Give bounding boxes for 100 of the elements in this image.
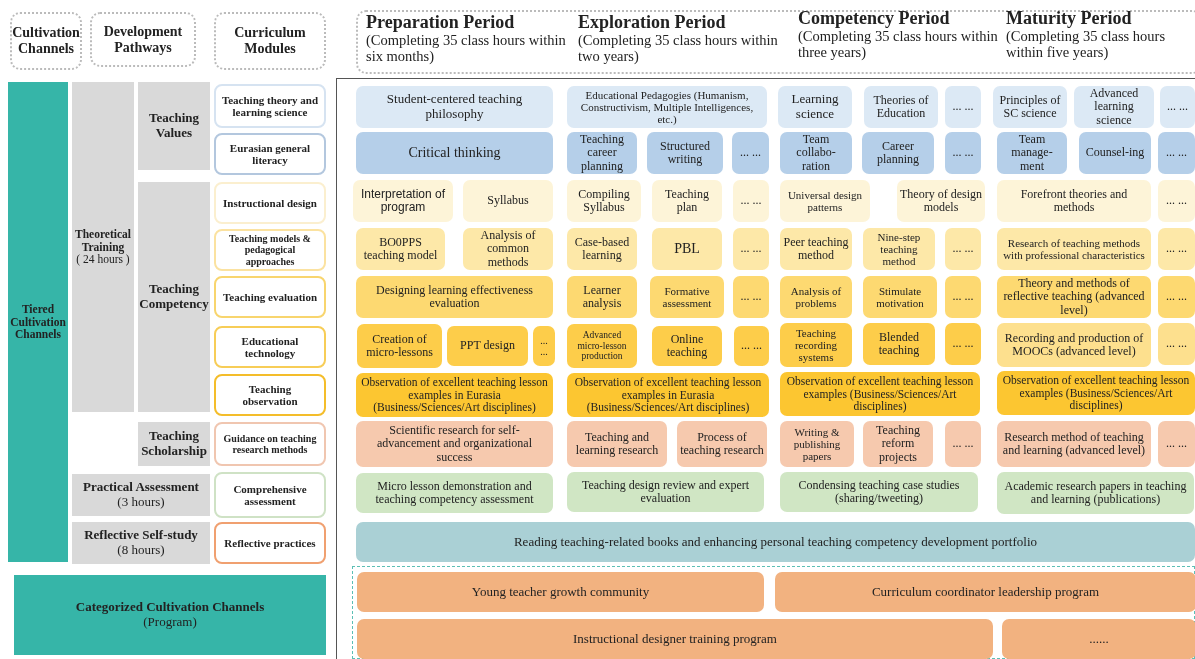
activity-label: ... ...: [740, 146, 761, 160]
activity-label: ... ...: [952, 242, 974, 256]
activity-card: [863, 276, 937, 318]
activity-card: [997, 228, 1151, 270]
activity-card: [862, 132, 934, 174]
activity-label: ... ...: [1166, 437, 1187, 451]
activity-card: [733, 180, 769, 222]
activity-label: ... ...: [952, 337, 974, 351]
activity-label: Observation of excellent teaching lesson examples in Eurasia (Business/Sciences/Art disciplines): [360, 375, 549, 415]
pathway-label: Tiered Cultivation Channels: [9, 302, 67, 342]
activity-label: PBL: [674, 241, 700, 257]
activity-card: [993, 86, 1067, 128]
header-box: [10, 12, 82, 70]
module-card: [214, 472, 326, 518]
activity-card: [357, 619, 993, 659]
module-label: Instructional design: [223, 196, 317, 210]
activity-card: [945, 276, 981, 318]
activity-label: BO0PPS teaching model: [362, 235, 439, 263]
activity-card: [567, 421, 667, 467]
activity-card: [945, 323, 981, 365]
pathway-block: [72, 82, 134, 412]
pathway-label: Practical Assessment: [83, 480, 199, 495]
activity-card: [1074, 86, 1154, 128]
activity-label: Critical thinking: [408, 145, 501, 161]
activity-card: [945, 228, 981, 270]
activity-label: Peer teaching method: [783, 235, 849, 263]
activity-label: Process of teaching research: [680, 430, 764, 458]
activity-card: [780, 472, 978, 512]
pathway-label: Categorized Cultivation Channels: [75, 600, 265, 615]
activity-label: Teaching and learning research: [574, 430, 660, 458]
activity-label: Nine-step teaching method: [876, 230, 922, 268]
activity-card: [533, 326, 555, 366]
hours-note: (8 hours): [117, 543, 165, 558]
pathway-block: [72, 474, 210, 516]
module-card: [214, 84, 326, 128]
module-card: [214, 374, 326, 416]
activity-card: [997, 323, 1151, 367]
header-box: [214, 12, 326, 70]
column-heading: Cultivation Channels: [12, 25, 80, 57]
hours-note: (Program): [143, 615, 197, 630]
activity-label: Forefront theories and methods: [1019, 187, 1129, 215]
module-card: [214, 422, 326, 466]
activity-card: [1158, 323, 1195, 365]
activity-label: ... ...: [952, 290, 974, 304]
activity-card: [1158, 276, 1195, 318]
activity-card: [1160, 86, 1195, 128]
activity-card: [650, 276, 724, 318]
activity-card: [863, 323, 935, 365]
pathway-block: [138, 422, 210, 466]
activity-label: ... ...: [741, 339, 762, 353]
activity-label: Designing learning effectiveness evaluation: [374, 283, 535, 311]
pathway-label: Reflective Self-study: [84, 528, 198, 543]
module-card: [214, 326, 326, 368]
activity-card: [356, 473, 553, 513]
activity-card: [356, 276, 553, 318]
activity-card: [945, 421, 981, 467]
activity-label: ... ...: [952, 100, 974, 114]
period-subtitle: (Completing 35 class hours within three years): [798, 28, 999, 61]
activity-label: Young teacher growth community: [471, 584, 650, 600]
activity-card: [567, 276, 637, 318]
activity-card: [945, 86, 981, 128]
activity-label: ... ...: [1166, 337, 1187, 351]
activity-card: [1002, 619, 1195, 659]
activity-card: [1158, 180, 1195, 222]
activity-card: [863, 421, 933, 467]
activity-label: Universal design patterns: [786, 188, 864, 214]
module-label: Reflective practices: [224, 536, 316, 550]
header-box: [90, 12, 196, 67]
activity-label: ... ...: [1166, 242, 1187, 256]
activity-card: [780, 276, 852, 318]
activity-label: Analysis of problems: [789, 284, 843, 310]
activity-card: [567, 228, 637, 270]
activity-card: [733, 276, 769, 318]
activity-card: [1158, 228, 1195, 270]
activity-label: Theories of Education: [872, 93, 930, 121]
activity-card: [652, 326, 722, 366]
period-subtitle: (Completing 35 class hours within two years): [578, 32, 779, 65]
activity-label: Instructional designer training program: [573, 631, 777, 647]
activity-card: [863, 228, 935, 270]
activity-card: [356, 421, 553, 467]
module-card: [214, 522, 326, 564]
activity-label: Counsel-ing: [1085, 146, 1145, 160]
column-heading: Development Pathways: [102, 23, 184, 56]
activity-card: [780, 180, 870, 222]
activity-label: Case-based learning: [573, 235, 631, 263]
period-heading: Exploration Period: [578, 12, 726, 33]
activity-card: [897, 180, 985, 222]
activity-label: Principles of SC science: [998, 93, 1062, 121]
group-frame: [352, 566, 1195, 659]
period-heading: Preparation Period: [366, 12, 515, 33]
activity-label: Team collabo-ration: [795, 132, 837, 174]
activity-label: Micro lesson demonstration and teaching competency assessment: [374, 479, 535, 507]
activity-card: [780, 421, 854, 467]
period-heading: Competency Period: [798, 8, 950, 29]
module-label: Teaching theory and learning science: [220, 93, 320, 119]
activity-label: Educational Pedagogies (Humanism, Constructivism, Multiple Intelligences, etc.): [579, 88, 755, 126]
channel-bar: [14, 575, 326, 655]
module-card: [214, 276, 326, 318]
activity-card: [357, 572, 764, 612]
module-card: [214, 133, 326, 175]
